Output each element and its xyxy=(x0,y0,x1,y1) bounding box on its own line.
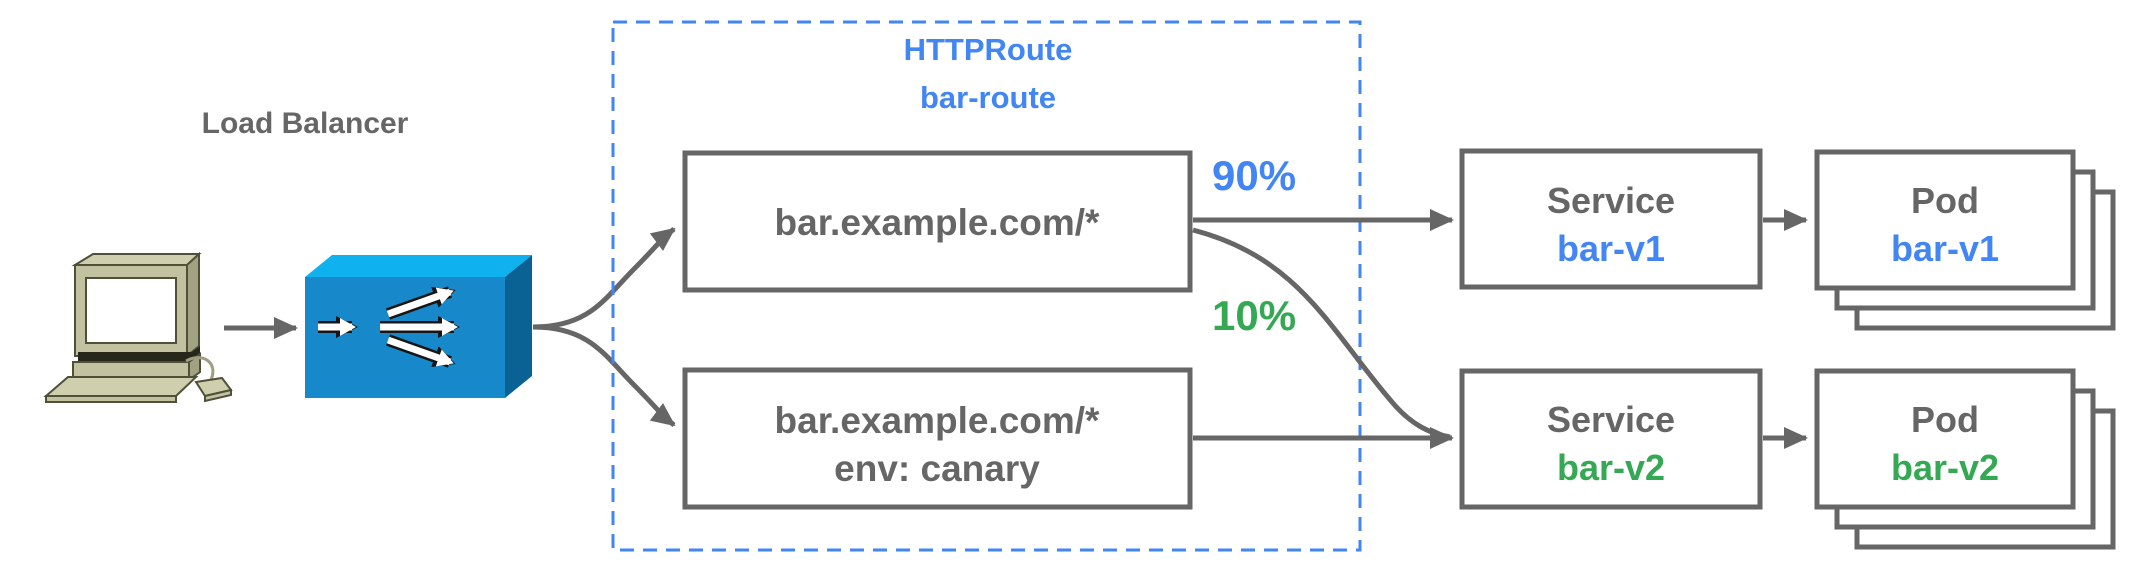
mouse-front xyxy=(204,388,232,403)
service-v1-kind-label: Service xyxy=(1547,180,1675,221)
monitor-top-face xyxy=(71,253,202,266)
load-balancer-icon xyxy=(305,255,532,398)
service-v1-box xyxy=(1459,148,1763,290)
curve-rule1-to-service2 xyxy=(1192,227,1451,440)
monitor-side-face xyxy=(186,251,200,359)
service-v2-name-label: bar-v2 xyxy=(1557,447,1665,488)
pod-v2-stack: Pod bar-v2 xyxy=(1814,368,2116,550)
service-v2-box xyxy=(1459,368,1763,510)
httproute-name-label: bar-route xyxy=(920,80,1056,115)
monitor-neck xyxy=(78,346,200,362)
httproute-dashed-box xyxy=(611,20,1362,552)
keyboard-top xyxy=(43,376,199,397)
lb-traffic-arrows xyxy=(318,286,460,368)
client-computer-icon xyxy=(43,251,233,403)
pod-v2-kind-label: Pod xyxy=(1911,399,1979,440)
pod-v1-name-label: bar-v1 xyxy=(1891,228,1999,269)
pod-v1-box xyxy=(1814,149,2076,291)
service-v1-name-label: bar-v1 xyxy=(1557,228,1665,269)
rule-box-1 xyxy=(682,150,1193,293)
rule1-match-label: bar.example.com/* xyxy=(775,202,1101,243)
arrow-lb-to-rule1 xyxy=(532,227,676,330)
weight-90-label: 90% xyxy=(1212,152,1296,199)
arrow-lb-to-rule2 xyxy=(532,324,676,427)
keyboard-front xyxy=(45,395,177,403)
pod-v1-kind-label: Pod xyxy=(1911,180,1979,221)
service-v2-kind-label: Service xyxy=(1547,399,1675,440)
rule2-match-label: bar.example.com/* xyxy=(775,400,1101,441)
rule2-header-label: env: canary xyxy=(834,448,1040,489)
lb-front-face xyxy=(305,277,505,398)
pod-v1-stack: Pod bar-v1 xyxy=(1814,149,2116,331)
mouse-cable xyxy=(185,356,215,383)
pod-v2-name-label: bar-v2 xyxy=(1891,447,1999,488)
rule-box-2 xyxy=(682,367,1193,510)
pod-v2-box xyxy=(1814,368,2076,510)
lb-side-face xyxy=(505,255,532,398)
httproute-kind-label: HTTPRoute xyxy=(904,32,1073,67)
load-balancer-label: Load Balancer xyxy=(202,107,409,140)
lb-top-face xyxy=(305,255,532,277)
weight-10-label: 10% xyxy=(1212,292,1296,339)
monitor-screen xyxy=(85,277,177,344)
